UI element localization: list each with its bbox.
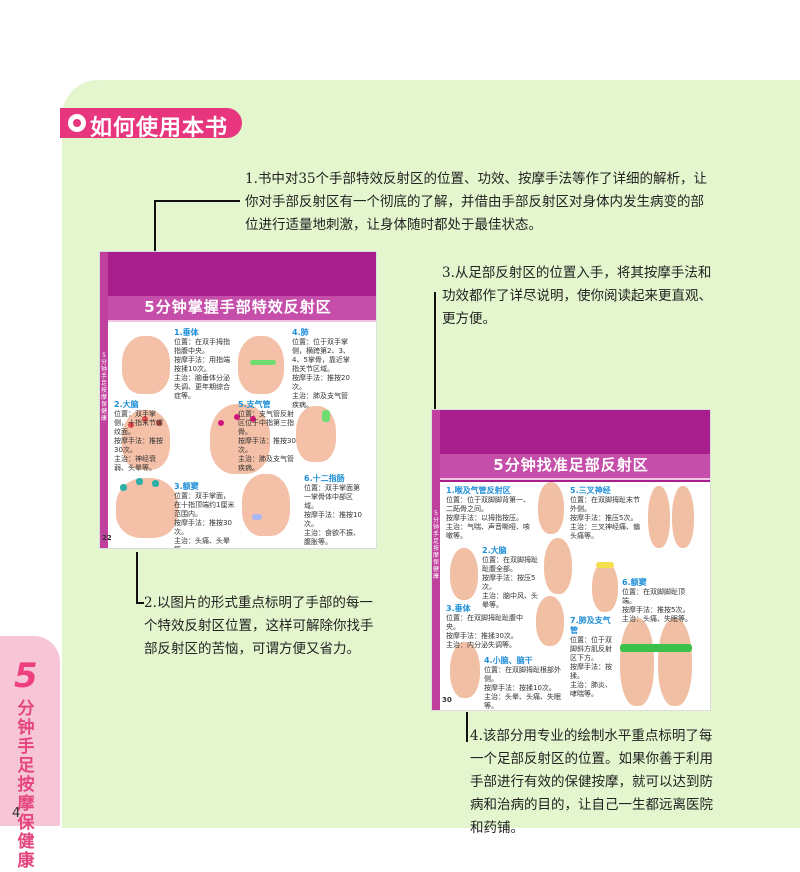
reflex-mark: [250, 360, 276, 365]
callout-line-2-vertical: [136, 552, 138, 604]
hand-page-number: 22: [102, 534, 112, 542]
reflex-mark: [120, 484, 127, 491]
reflex-mark: [128, 422, 134, 428]
reflex-mark: [156, 420, 162, 426]
reflex-mark: [620, 644, 692, 652]
callout-line-1: [154, 200, 240, 202]
hand-page-header: 5分钟掌握手部特效反射区: [100, 252, 376, 322]
foot-image: [620, 618, 654, 706]
page-number: 4: [12, 806, 21, 821]
hand-image: [242, 474, 290, 536]
bullet-circle-icon: [68, 114, 86, 132]
reflex-label: 1.垂体位置：在双手拇指指腹中央。按摩手法：用指端按揉10次。主治：脑垂体分泌失…: [174, 328, 230, 400]
hand-image: [296, 406, 336, 462]
side-tab-number: 5: [14, 656, 38, 696]
reflex-label: 4.小脑、脑干位置：在双脚拇趾根部外侧。按摩手法：按揉10次。主治：头晕、头痛、…: [484, 656, 561, 710]
foot-image: [648, 486, 670, 548]
foot-image: [544, 538, 572, 594]
section-title-banner: 如何使用本书: [60, 108, 242, 141]
foot-page-number: 30: [442, 696, 452, 704]
paragraph-4: 4.该部分用专业的绘制水平重点标明了每一个足部反射区的位置。如果你善于利用手部进…: [470, 728, 713, 836]
hand-image: [122, 336, 170, 394]
reflex-label: 2.大脑位置：在双脚拇趾趾腹全部。按摩手法：按压5次。主治：脑中风、头晕等。: [482, 546, 538, 609]
hand-image: [238, 336, 284, 394]
reflex-label: 3.额窦位置：双手掌面，在十指顶端约1厘米范围内。按摩手法：推按30次。主治：头…: [174, 482, 235, 548]
reflex-mark: [596, 562, 614, 568]
callout-line-2: [136, 602, 144, 604]
foot-image: [658, 618, 692, 706]
reflex-mark: [252, 514, 262, 520]
foot-image: [450, 642, 480, 698]
reflex-label: 2.大脑位置：双手掌侧，十指末节螺纹面。按摩手法：推按30次。主治：神经衰弱、头…: [114, 400, 163, 472]
callout-line-1-vertical: [154, 200, 156, 252]
reflex-label: 7.肺及支气管位置：位于双脚斜方肌反射区下方。按摩手法：按揉。主治：肺炎、哮喘等…: [570, 616, 612, 698]
section-title: 如何使用本书: [90, 116, 229, 141]
reflex-label: 5.支气管位置：支气管反射区位于中指第三指骨。按摩手法：推按30次。主治：肺及支…: [238, 400, 296, 472]
hand-page-title: 5分钟掌握手部特效反射区: [144, 298, 332, 316]
paragraph-2: 2.以图片的形式重点标明了手部的每一个特效反射区位置，这样可解除你找手部反射区的…: [144, 595, 374, 657]
hand-page-thumbnail: 5分钟掌握手部特效反射区 1.垂体位置：在双手拇指指腹中央。按摩手法：用指端按揉…: [100, 252, 376, 548]
foot-page-title: 5分钟找准足部反射区: [493, 456, 649, 474]
foot-image: [672, 486, 694, 548]
reflex-label: 5.三叉神经位置：在双脚拇趾末节外侧。按摩手法：推压5次。主治：三叉神经痛、偏头…: [570, 486, 640, 540]
side-tab-vertical-title: 分钟手足按摩保健康: [17, 699, 35, 871]
foot-image: [538, 482, 564, 534]
reflex-label: 4.肺位置：位于双手掌侧，横跨第2、3、4、5掌骨，靠近掌指关节区域。按摩手法：…: [292, 328, 350, 409]
paragraph-1: 1.书中对35个手部特效反射区的位置、功效、按摩手法等作了详细的解析，让你对手部…: [245, 171, 708, 233]
foot-image: [450, 548, 478, 600]
hand-image: [210, 404, 270, 474]
reflex-mark: [234, 414, 240, 420]
reflex-label: 6.十二指肠位置：双手掌面第一掌骨体中部区域。按摩手法：推按10次。主治：食欲不…: [304, 474, 362, 546]
paragraph-3: 3.从足部反射区的位置入手，将其按摩手法和功效都作了详尽说明，使你阅读起来更直观…: [442, 265, 712, 327]
callout-line-4: [466, 712, 468, 742]
reflex-mark: [142, 416, 148, 422]
foot-page-side-stripe: 5分钟手足按摩保健康: [432, 410, 440, 710]
side-tab: 5 分钟手足按摩保健康: [0, 636, 60, 871]
foot-image: [592, 562, 618, 612]
reflex-label: 6.额窦位置：在双脚脚趾顶端。按摩手法：推按5次。主治：头痛、失眠等。: [622, 578, 692, 623]
reflex-mark: [250, 416, 256, 422]
foot-page-thumbnail: 5分钟找准足部反射区 1.喉及气管反射区位置：位于双脚脚背第一、二跖骨之间。按摩…: [432, 410, 710, 710]
reflex-mark: [152, 480, 159, 487]
reflex-mark: [136, 478, 143, 485]
foot-page-header: 5分钟找准足部反射区: [432, 410, 710, 482]
reflex-label: 3.垂体位置：在双脚拇趾趾腹中央。按摩手法：推揉30次。主治：内分泌失调等。: [446, 604, 523, 649]
reflex-mark: [218, 420, 224, 426]
callout-line-3: [434, 292, 436, 410]
reflex-label: 1.喉及气管反射区位置：位于双脚脚背第一、二跖骨之间。按摩手法：以拇指按压。主治…: [446, 486, 530, 540]
hand-page-side-stripe: 5分钟手足按摩保健康: [100, 252, 108, 548]
foot-image: [536, 596, 564, 646]
reflex-mark: [322, 410, 330, 422]
